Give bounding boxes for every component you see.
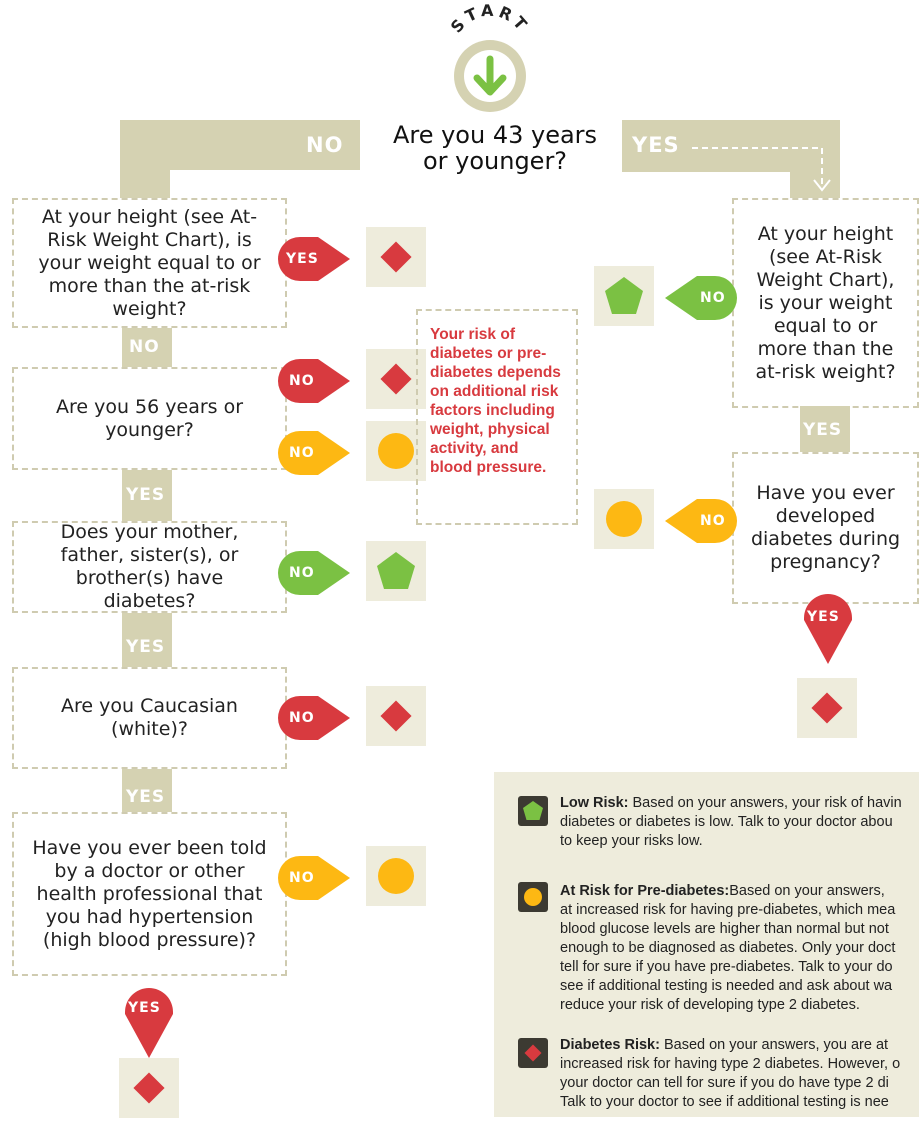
legend-prediabetes-icon (518, 882, 548, 912)
legend: Low Risk: Based on your answers, your ri… (494, 772, 919, 1117)
right-question-2: Have you ever developed diabetes during … (732, 452, 919, 604)
right-connector-1 (800, 406, 850, 452)
pin-yes-bottom-left (125, 988, 173, 1058)
result-tile-left-bottom (119, 1058, 179, 1118)
result-tile-r3 (797, 678, 857, 738)
pin-no-q3 (278, 551, 350, 595)
left-connector-1-label: NO (129, 337, 160, 357)
legend-low-risk-icon (518, 796, 548, 826)
top-question-line2: or younger? (422, 147, 568, 175)
left-connector-3 (122, 612, 172, 668)
pin-no-q2 (278, 359, 350, 403)
pin-no-q2b (278, 431, 350, 475)
left-question-1: At your height (see At-Risk Weight Chart… (12, 198, 287, 328)
legend-low-risk: Low Risk: Based on your answers, your ri… (560, 795, 902, 849)
pin-no-q2-label: NO (289, 373, 315, 389)
top-question: Are you 43 years or younger? (370, 122, 620, 174)
top-yes-label: YES (632, 133, 680, 157)
pin-no-q4 (278, 696, 350, 740)
start-icon: START (447, 4, 534, 112)
left-connector-3-label: YES (126, 637, 166, 657)
pin-no-q2b-label: NO (289, 445, 315, 461)
pin-yes-bottom-right-label: YES (807, 609, 840, 625)
left-question-2: Are you 56 years or younger? (12, 367, 287, 470)
pin-no-q4-label: NO (289, 710, 315, 726)
pin-no-q5-label: NO (289, 870, 315, 886)
result-tile-q4 (366, 686, 426, 746)
top-question-line1: Are you 43 years (392, 121, 598, 149)
right-question-1: At your height (see At-Risk Weight Chart… (732, 198, 919, 408)
right-spine-top (790, 120, 840, 198)
left-connector-2-label: YES (126, 485, 166, 505)
left-question-5: Have you ever been told by a doctor or o… (12, 812, 287, 976)
pin-no-q3-label: NO (289, 565, 315, 581)
pin-no-r1-label: NO (700, 290, 726, 306)
pin-yes-bottom-left-label: YES (128, 1000, 161, 1016)
result-tile-r2 (594, 489, 654, 549)
top-no-label: NO (306, 133, 344, 157)
result-tile-q3 (366, 541, 426, 601)
result-tile-q1 (366, 227, 426, 287)
pin-no-r2-label: NO (700, 513, 726, 529)
left-connector-2 (122, 470, 172, 522)
left-spine-top (120, 120, 170, 198)
legend-diabetes: Diabetes Risk: Based on your answers, yo… (560, 1037, 901, 1110)
left-connector-4-label: YES (126, 787, 166, 807)
left-connector-1 (122, 326, 172, 368)
result-tile-q5 (366, 846, 426, 906)
pin-no-r2 (665, 499, 737, 543)
risk-note: Your risk of diabetes or pre-diabetes de… (416, 309, 578, 525)
pin-yes-q1 (278, 237, 350, 281)
pin-no-r1 (665, 276, 737, 320)
pin-yes-q1-label: YES (286, 251, 319, 267)
left-connector-4 (122, 768, 172, 812)
svg-text:START: START (447, 4, 534, 37)
left-question-3: Does your mother, father, sister(s), or … (12, 521, 287, 613)
legend-diabetes-icon (518, 1038, 548, 1068)
legend-prediabetes: At Risk for Pre-diabetes:Based on your a… (560, 883, 896, 1013)
pin-yes-bottom-right (804, 594, 852, 664)
pin-no-q5 (278, 856, 350, 900)
right-connector-1-label: YES (803, 420, 843, 440)
result-tile-r1 (594, 266, 654, 326)
dashed-arrow-icon (692, 147, 831, 192)
left-question-4: Are you Caucasian (white)? (12, 667, 287, 769)
